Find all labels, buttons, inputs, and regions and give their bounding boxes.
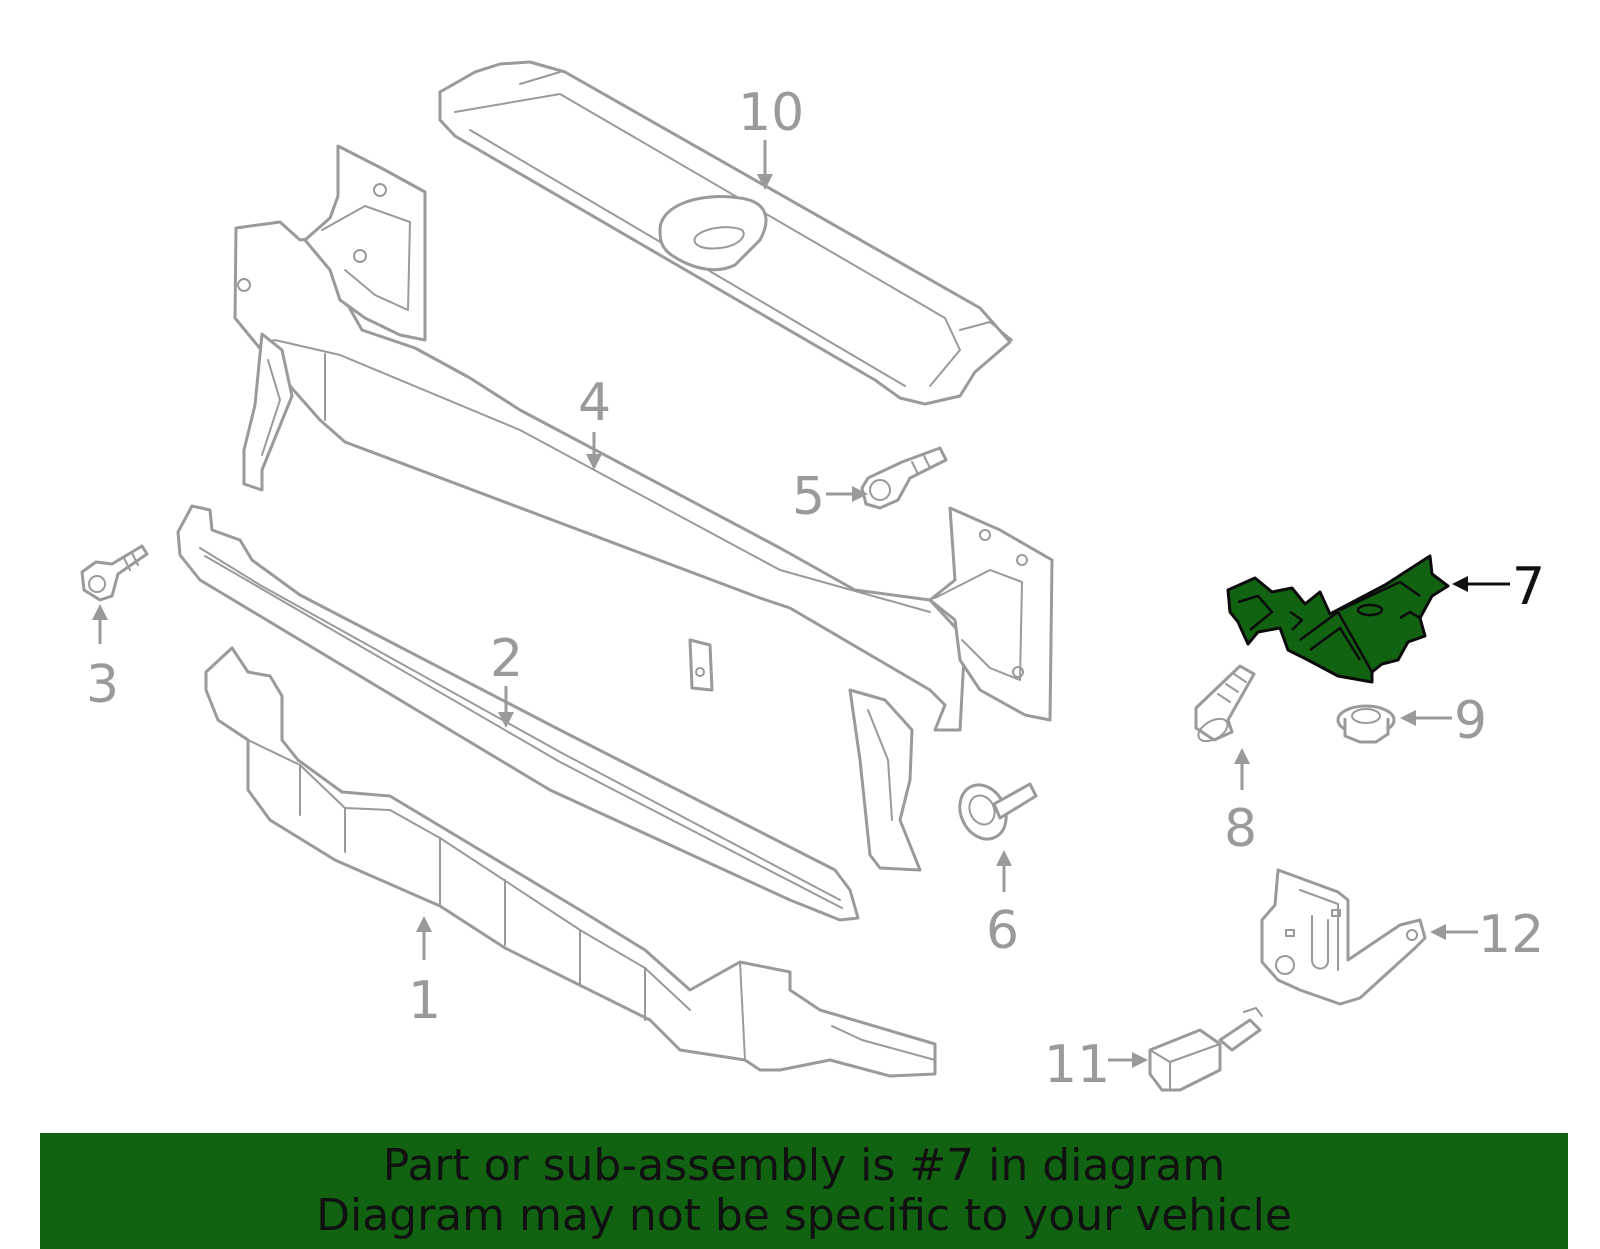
part-8-bolt[interactable] xyxy=(1194,664,1256,746)
banner-line-part: Part or sub-assembly is #7 in diagram xyxy=(382,1140,1226,1191)
callout-2: 2 xyxy=(490,629,523,728)
part-2-reinforcement-bar[interactable] xyxy=(176,504,860,922)
svg-text:9: 9 xyxy=(1454,691,1487,751)
callout-12: 12 xyxy=(1430,905,1544,965)
svg-text:4: 4 xyxy=(578,373,611,433)
callout-11: 11 xyxy=(1044,1035,1148,1095)
svg-text:1: 1 xyxy=(408,971,441,1031)
part-1-energy-absorber[interactable] xyxy=(204,646,937,1078)
callout-9: 9 xyxy=(1400,691,1487,751)
svg-text:6: 6 xyxy=(986,901,1019,961)
svg-text:5: 5 xyxy=(792,467,825,527)
svg-text:11: 11 xyxy=(1044,1035,1110,1095)
part-3-bolt[interactable] xyxy=(80,544,149,602)
part-11-sensor[interactable] xyxy=(1148,1007,1263,1092)
svg-text:10: 10 xyxy=(738,83,804,143)
part-5-bolt[interactable] xyxy=(860,446,948,510)
svg-text:3: 3 xyxy=(86,655,119,715)
callout-10: 10 xyxy=(738,83,804,190)
svg-text:2: 2 xyxy=(490,629,523,689)
part-10-upper-shroud[interactable] xyxy=(438,60,1013,406)
callout-5: 5 xyxy=(792,467,868,527)
callout-4: 4 xyxy=(578,373,611,470)
banner-line-disclaimer: Diagram may not be specific to your vehi… xyxy=(316,1190,1292,1241)
part-4-upper-tie-bar[interactable] xyxy=(233,144,1054,872)
svg-text:8: 8 xyxy=(1224,799,1257,859)
parts-diagram: 10 4 5 3 2 1 6 7 8 xyxy=(80,60,1545,1095)
callout-3: 3 xyxy=(86,604,119,715)
svg-text:12: 12 xyxy=(1478,905,1544,965)
callout-6: 6 xyxy=(986,850,1019,961)
callout-7: 7 xyxy=(1452,557,1545,617)
part-7-bracket-highlighted[interactable] xyxy=(1226,554,1450,684)
callout-8: 8 xyxy=(1224,748,1257,859)
part-12-bracket[interactable] xyxy=(1260,868,1427,1006)
part-6-bolt[interactable] xyxy=(951,777,1038,846)
svg-text:7: 7 xyxy=(1512,557,1545,617)
callout-1: 1 xyxy=(408,916,441,1031)
part-9-nut[interactable] xyxy=(1336,704,1396,744)
info-banner: Part or sub-assembly is #7 in diagram Di… xyxy=(40,1133,1568,1249)
